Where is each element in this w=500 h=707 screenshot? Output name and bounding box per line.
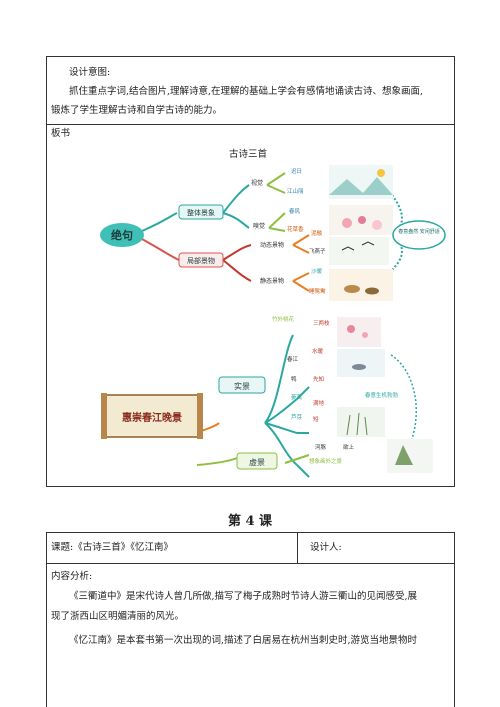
lesson-table: 课题:《古诗三首》《忆江南》 设计人: 内容分析: 《三衢道中》是宋代诗人曾几所… bbox=[46, 532, 455, 707]
center-node-huichong: 惠崇春江晚景 bbox=[122, 411, 182, 424]
center-node-bg bbox=[100, 223, 144, 247]
blackboard-label: 板书 bbox=[51, 128, 71, 139]
leaf-yuanyang: 睡鸳鸯 bbox=[309, 287, 326, 295]
leaf-duan: 短 bbox=[313, 415, 319, 423]
lesson-heading: 第 4 课 bbox=[227, 514, 273, 529]
result-jueju: 春意盎然 安闲舒适 bbox=[398, 228, 440, 235]
node-static: 静态景物 bbox=[260, 277, 284, 285]
branch-whole: 整体景象 bbox=[187, 208, 215, 217]
illustration-flowers bbox=[329, 205, 393, 235]
illustration-reeds bbox=[337, 407, 385, 437]
leaf-huacao: 花草香 bbox=[287, 225, 304, 233]
design-intent-line1: 抓住重点字词,结合图片,理解诗意,在理解的基础上学会有感情地诵读古诗、想象画面, bbox=[69, 86, 424, 97]
para1-line2: 现了浙西山区明媚清丽的风光。 bbox=[51, 611, 185, 622]
leaf-chunjiang: 春江 bbox=[287, 355, 299, 363]
leaf-ya: 鸭 bbox=[291, 375, 297, 383]
result-huichong: 春意生机勃勃 bbox=[365, 391, 399, 399]
leaf-shanuan: 沙暖 bbox=[311, 267, 323, 275]
leaf-mandi: 满地 bbox=[313, 399, 325, 407]
leaf-chunfeng: 春风 bbox=[289, 207, 301, 215]
leaf-shuinuan: 水暖 bbox=[312, 347, 324, 355]
design-table: 设计意图: 抓住重点字词,结合图片,理解诗意,在理解的基础上学会有感情地诵读古诗… bbox=[46, 56, 455, 487]
design-intent-label: 设计意图: bbox=[69, 67, 111, 78]
analysis-label: 内容分析: bbox=[51, 571, 93, 582]
node-smell: 嗅觉 bbox=[253, 222, 265, 230]
illustration-landscape-1 bbox=[329, 165, 393, 199]
leaf-jiangshan: 江山丽 bbox=[287, 187, 304, 195]
leaf-sanliang: 三两枝 bbox=[313, 319, 330, 327]
leaf-louhao: 蒌蒿 bbox=[291, 393, 303, 401]
leaf-ni: 泥融 bbox=[311, 229, 323, 237]
illustration-ducks bbox=[329, 269, 393, 301]
scroll-center bbox=[101, 393, 203, 439]
lesson-topic: 课题:《古诗三首》《忆江南》 bbox=[51, 542, 173, 553]
branch-real: 实景 bbox=[234, 381, 250, 391]
leaf-yushang: 欲上 bbox=[343, 443, 355, 451]
designer-label: 设计人: bbox=[310, 542, 342, 553]
design-intent-line2: 锻炼了学生理解古诗和自学古诗的能力。 bbox=[51, 105, 223, 116]
center-node-jueju: 绝句 bbox=[111, 228, 133, 242]
leaf-zhuwai: 竹外桃花 bbox=[272, 315, 295, 323]
row-divider-2 bbox=[47, 563, 454, 564]
mindmap-jueju: 绝句 整体景象 局部景物 视觉 嗅觉 动态景物 静态景物 迟日 江山丽 春风 花… bbox=[100, 165, 446, 301]
leaf-xianzhi: 先知 bbox=[313, 375, 324, 383]
illustration-river-duck bbox=[337, 349, 385, 377]
illustration-swallows bbox=[329, 237, 389, 265]
para2-line1: 《忆江南》是本套书第一次出现的词,描述了白居易在杭州当刺史时,游览当地景物时 bbox=[69, 635, 418, 646]
row-divider bbox=[47, 124, 454, 125]
illustration-pufferfish bbox=[387, 439, 433, 473]
leaf-xiangxiang: 想象画外之景 bbox=[309, 457, 343, 465]
leaf-yanzi: 飞燕子 bbox=[309, 247, 326, 255]
branch-local: 局部景物 bbox=[187, 256, 215, 265]
branch-virtual: 虚景 bbox=[249, 457, 265, 467]
leaf-luya: 芦芽 bbox=[291, 413, 303, 421]
leaf-hetun: 河豚 bbox=[315, 443, 327, 451]
mindmap-huichong: 惠崇春江晚景 实景 虚景 竹外桃花 三两枝 春江 水暖 鸭 先知 蒌蒿 满地 芦… bbox=[101, 315, 433, 478]
illustration-peach-blossom bbox=[337, 317, 381, 347]
node-dynamic: 动态景物 bbox=[260, 241, 284, 249]
para1-line1: 《三衢道中》是宋代诗人曾几所做,描写了梅子成熟时节诗人游三衢山的见闻感受,展 bbox=[69, 591, 418, 602]
blackboard-title: 古诗三首 bbox=[229, 149, 268, 160]
col-divider bbox=[297, 533, 298, 563]
leaf-chiri: 迟日 bbox=[291, 167, 302, 175]
node-sight: 视觉 bbox=[251, 179, 263, 187]
